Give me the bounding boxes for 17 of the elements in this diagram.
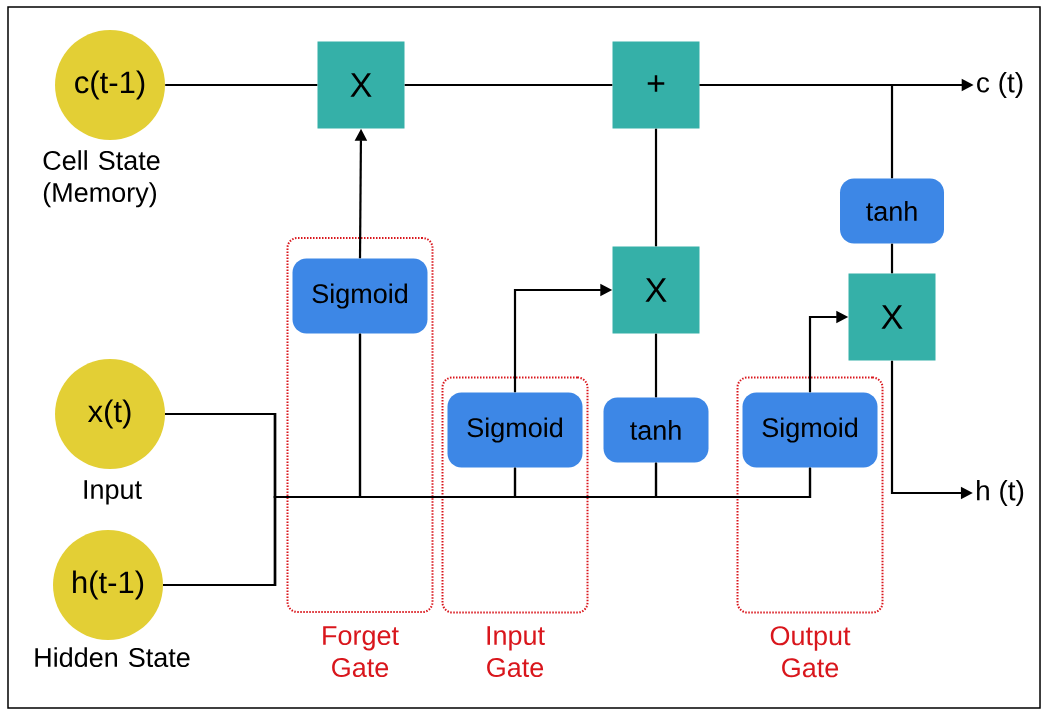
gate-label: Output Gate [770, 626, 851, 678]
caption-text: Cell State (Memory) [43, 150, 160, 208]
activation-box: Sigmoid [447, 392, 583, 468]
caption-text: Input [84, 480, 142, 505]
operation-box: + [612, 41, 700, 129]
activation-box: tanh [840, 178, 944, 244]
activation-box: tanh [603, 397, 709, 463]
operation-box: X [317, 41, 405, 129]
operation-box: X [848, 273, 936, 361]
activation-box: Sigmoid [742, 392, 878, 468]
operation-box: X [612, 246, 700, 334]
caption-text: Hidden State [35, 647, 190, 668]
output-label: h (t) [977, 479, 1024, 507]
output-label: c (t) [977, 71, 1023, 99]
gate-label: Forget Gate [323, 626, 399, 678]
gate-label: Input Gate [487, 626, 545, 678]
activation-box: Sigmoid [292, 258, 428, 334]
